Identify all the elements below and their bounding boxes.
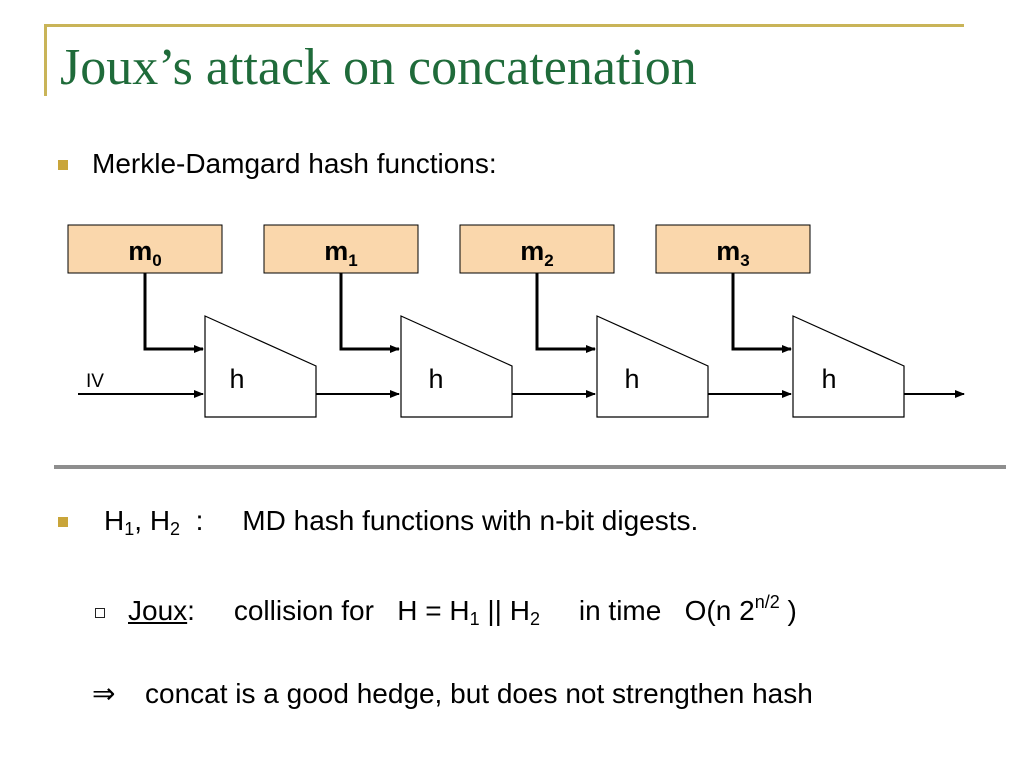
- frame-top-rule: [44, 24, 964, 27]
- sub-bullet-joux-collision: Joux: collision for H = H1 || H2 in time…: [128, 592, 797, 629]
- message-feed-arrow-4: [731, 273, 792, 353]
- message-block-m1: [263, 224, 419, 274]
- message-feed-arrow-1: [143, 273, 204, 353]
- message-feed-arrow-3: [535, 273, 596, 353]
- message-block-label-m0: m0: [128, 236, 161, 270]
- message-block-label-m3: m3: [716, 236, 749, 270]
- section-divider: [54, 465, 1006, 469]
- iv-label: IV: [86, 371, 104, 392]
- bullet-md-hash-functions: Merkle-Damgard hash functions:: [92, 148, 497, 179]
- message-block-label-m2: m2: [520, 236, 553, 270]
- slide-title: Joux’s attack on concatenation: [60, 39, 697, 96]
- message-block-m3: [655, 224, 811, 274]
- frame-left-rule: [44, 24, 47, 96]
- compression-label-1: h: [229, 364, 244, 394]
- message-block-label-m1: m1: [324, 236, 357, 270]
- bullet-square-icon: [58, 160, 68, 170]
- sub-bullet-square-icon: [95, 608, 105, 618]
- implies-symbol: ⇒: [92, 678, 116, 709]
- bullet-h1-h2-definition: H1, H2 : MD hash functions with n-bit di…: [104, 505, 699, 539]
- compression-function-3: [596, 315, 709, 418]
- message-block-m2: [459, 224, 615, 274]
- conclusion-text: concat is a good hedge, but does not str…: [145, 678, 813, 709]
- compression-function-2: [400, 315, 513, 418]
- message-feed-arrow-2: [339, 273, 400, 353]
- compression-label-4: h: [821, 364, 836, 394]
- compression-function-1: [204, 315, 317, 418]
- bullet-square-icon: [58, 517, 68, 527]
- compression-function-4: [792, 315, 905, 418]
- compression-label-2: h: [428, 364, 443, 394]
- compression-label-3: h: [624, 364, 639, 394]
